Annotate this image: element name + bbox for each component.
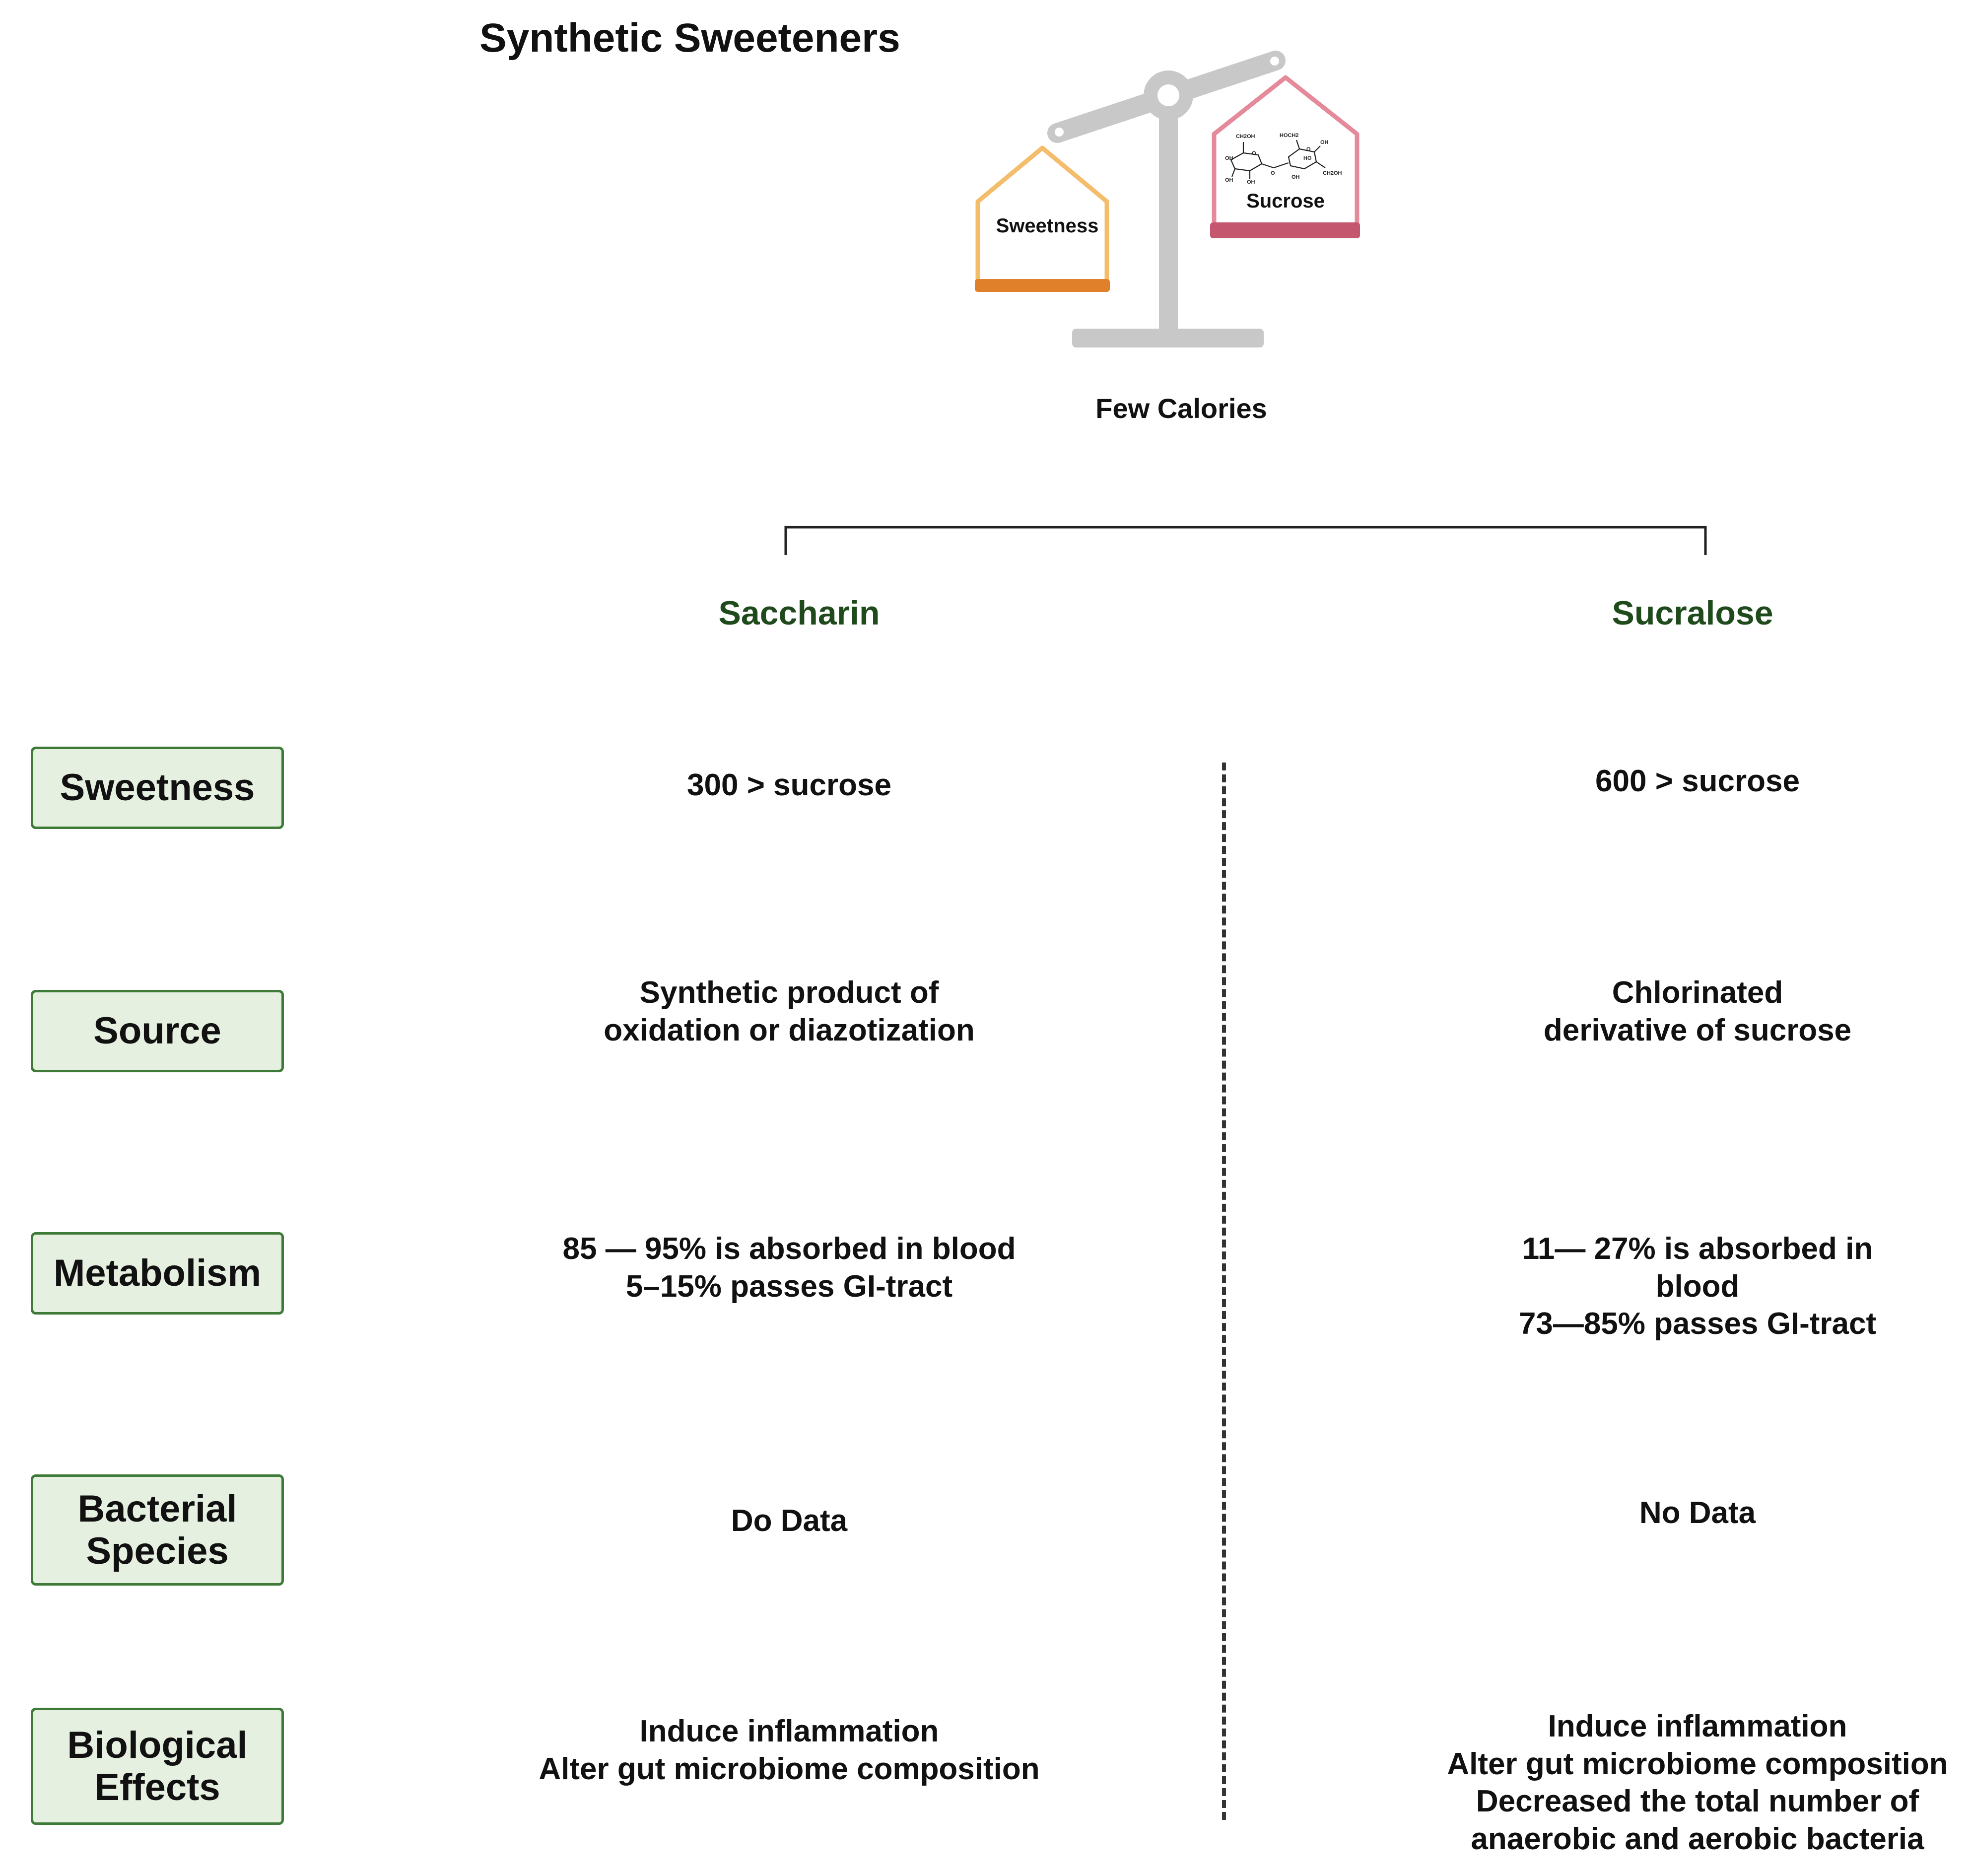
row-label-text: Sweetness [60, 766, 255, 809]
right-pan-label: Sucrose [1246, 190, 1325, 212]
atom-label: OH [1225, 155, 1233, 161]
sucralose-source: Chlorinated derivative of sucrose [1543, 975, 1852, 1047]
beam-left-end [1055, 128, 1064, 137]
sucrose-molecule-atoms: CH2OH HOCH2 OH OH OH OH HO OH CH2OH O O … [1225, 133, 1342, 185]
row-label-biological-effects: Biological Effects [31, 1708, 284, 1825]
right-pan [1212, 75, 1359, 238]
atom-label: OH [1225, 177, 1233, 183]
column-divider [1222, 763, 1226, 1820]
row-label-sweetness: Sweetness [31, 747, 284, 829]
atom-label: OH [1247, 179, 1255, 185]
row-label-text: Metabolism [53, 1252, 262, 1295]
sucralose-biological-effects: Induce inflammation Alter gut microbiome… [1447, 1709, 1948, 1856]
left-pan-base [975, 279, 1110, 292]
row-label-text: Biological Effects [67, 1724, 248, 1808]
atom-label: CH2OH [1236, 134, 1255, 139]
page-title: Synthetic Sweeteners [479, 15, 900, 61]
column-heading-saccharin: Saccharin [718, 594, 880, 632]
atom-label: CH2OH [1323, 170, 1342, 176]
row-label-text: Source [93, 1010, 221, 1052]
sucralose-metabolism: 11— 27% is absorbed in blood 73—85% pass… [1518, 1232, 1877, 1341]
saccharin-sweetness: 300 > sucrose [687, 768, 891, 802]
column-bracket [784, 526, 1707, 555]
scale-caption: Few Calories [1095, 393, 1267, 424]
saccharin-source: Synthetic product of oxidation or diazot… [604, 975, 975, 1047]
row-label-metabolism: Metabolism [31, 1232, 284, 1315]
sucralose-bacterial-species: No Data [1639, 1496, 1756, 1530]
scale-post [1159, 104, 1178, 333]
bracket-line [784, 526, 1707, 555]
saccharin-biological-effects: Induce inflammation Alter gut microbiome… [539, 1714, 1040, 1786]
row-label-text: Bacterial Species [77, 1487, 237, 1572]
sucrose-molecule-icon [1230, 139, 1326, 179]
saccharin-bacterial-species: Do Data [731, 1504, 848, 1538]
column-heading-sucralose: Sucralose [1612, 594, 1773, 632]
atom-label: OH [1291, 174, 1300, 180]
saccharin-metabolism: 85 — 95% is absorbed in blood 5–15% pass… [562, 1232, 1016, 1304]
atom-label: O [1252, 150, 1256, 156]
scale-base [1072, 329, 1264, 347]
atom-label: O [1271, 170, 1275, 176]
row-label-bacterial-species: Bacterial Species [31, 1474, 284, 1586]
sucralose-sweetness: 600 > sucrose [1595, 764, 1800, 798]
scale-pivot-hole [1157, 84, 1179, 106]
right-pan-base [1210, 222, 1360, 238]
balance-scale-illustration: Sweetness CH2OH HOCH2 OH OH OH OH HO OH … [975, 51, 1360, 347]
row-label-source: Source [31, 990, 284, 1072]
left-pan-label: Sweetness [996, 215, 1099, 237]
atom-label: HOCH2 [1280, 133, 1299, 139]
atom-label: O [1306, 146, 1311, 152]
atom-label: OH [1320, 139, 1329, 145]
beam-right-end [1270, 57, 1279, 66]
atom-label: HO [1303, 155, 1312, 161]
